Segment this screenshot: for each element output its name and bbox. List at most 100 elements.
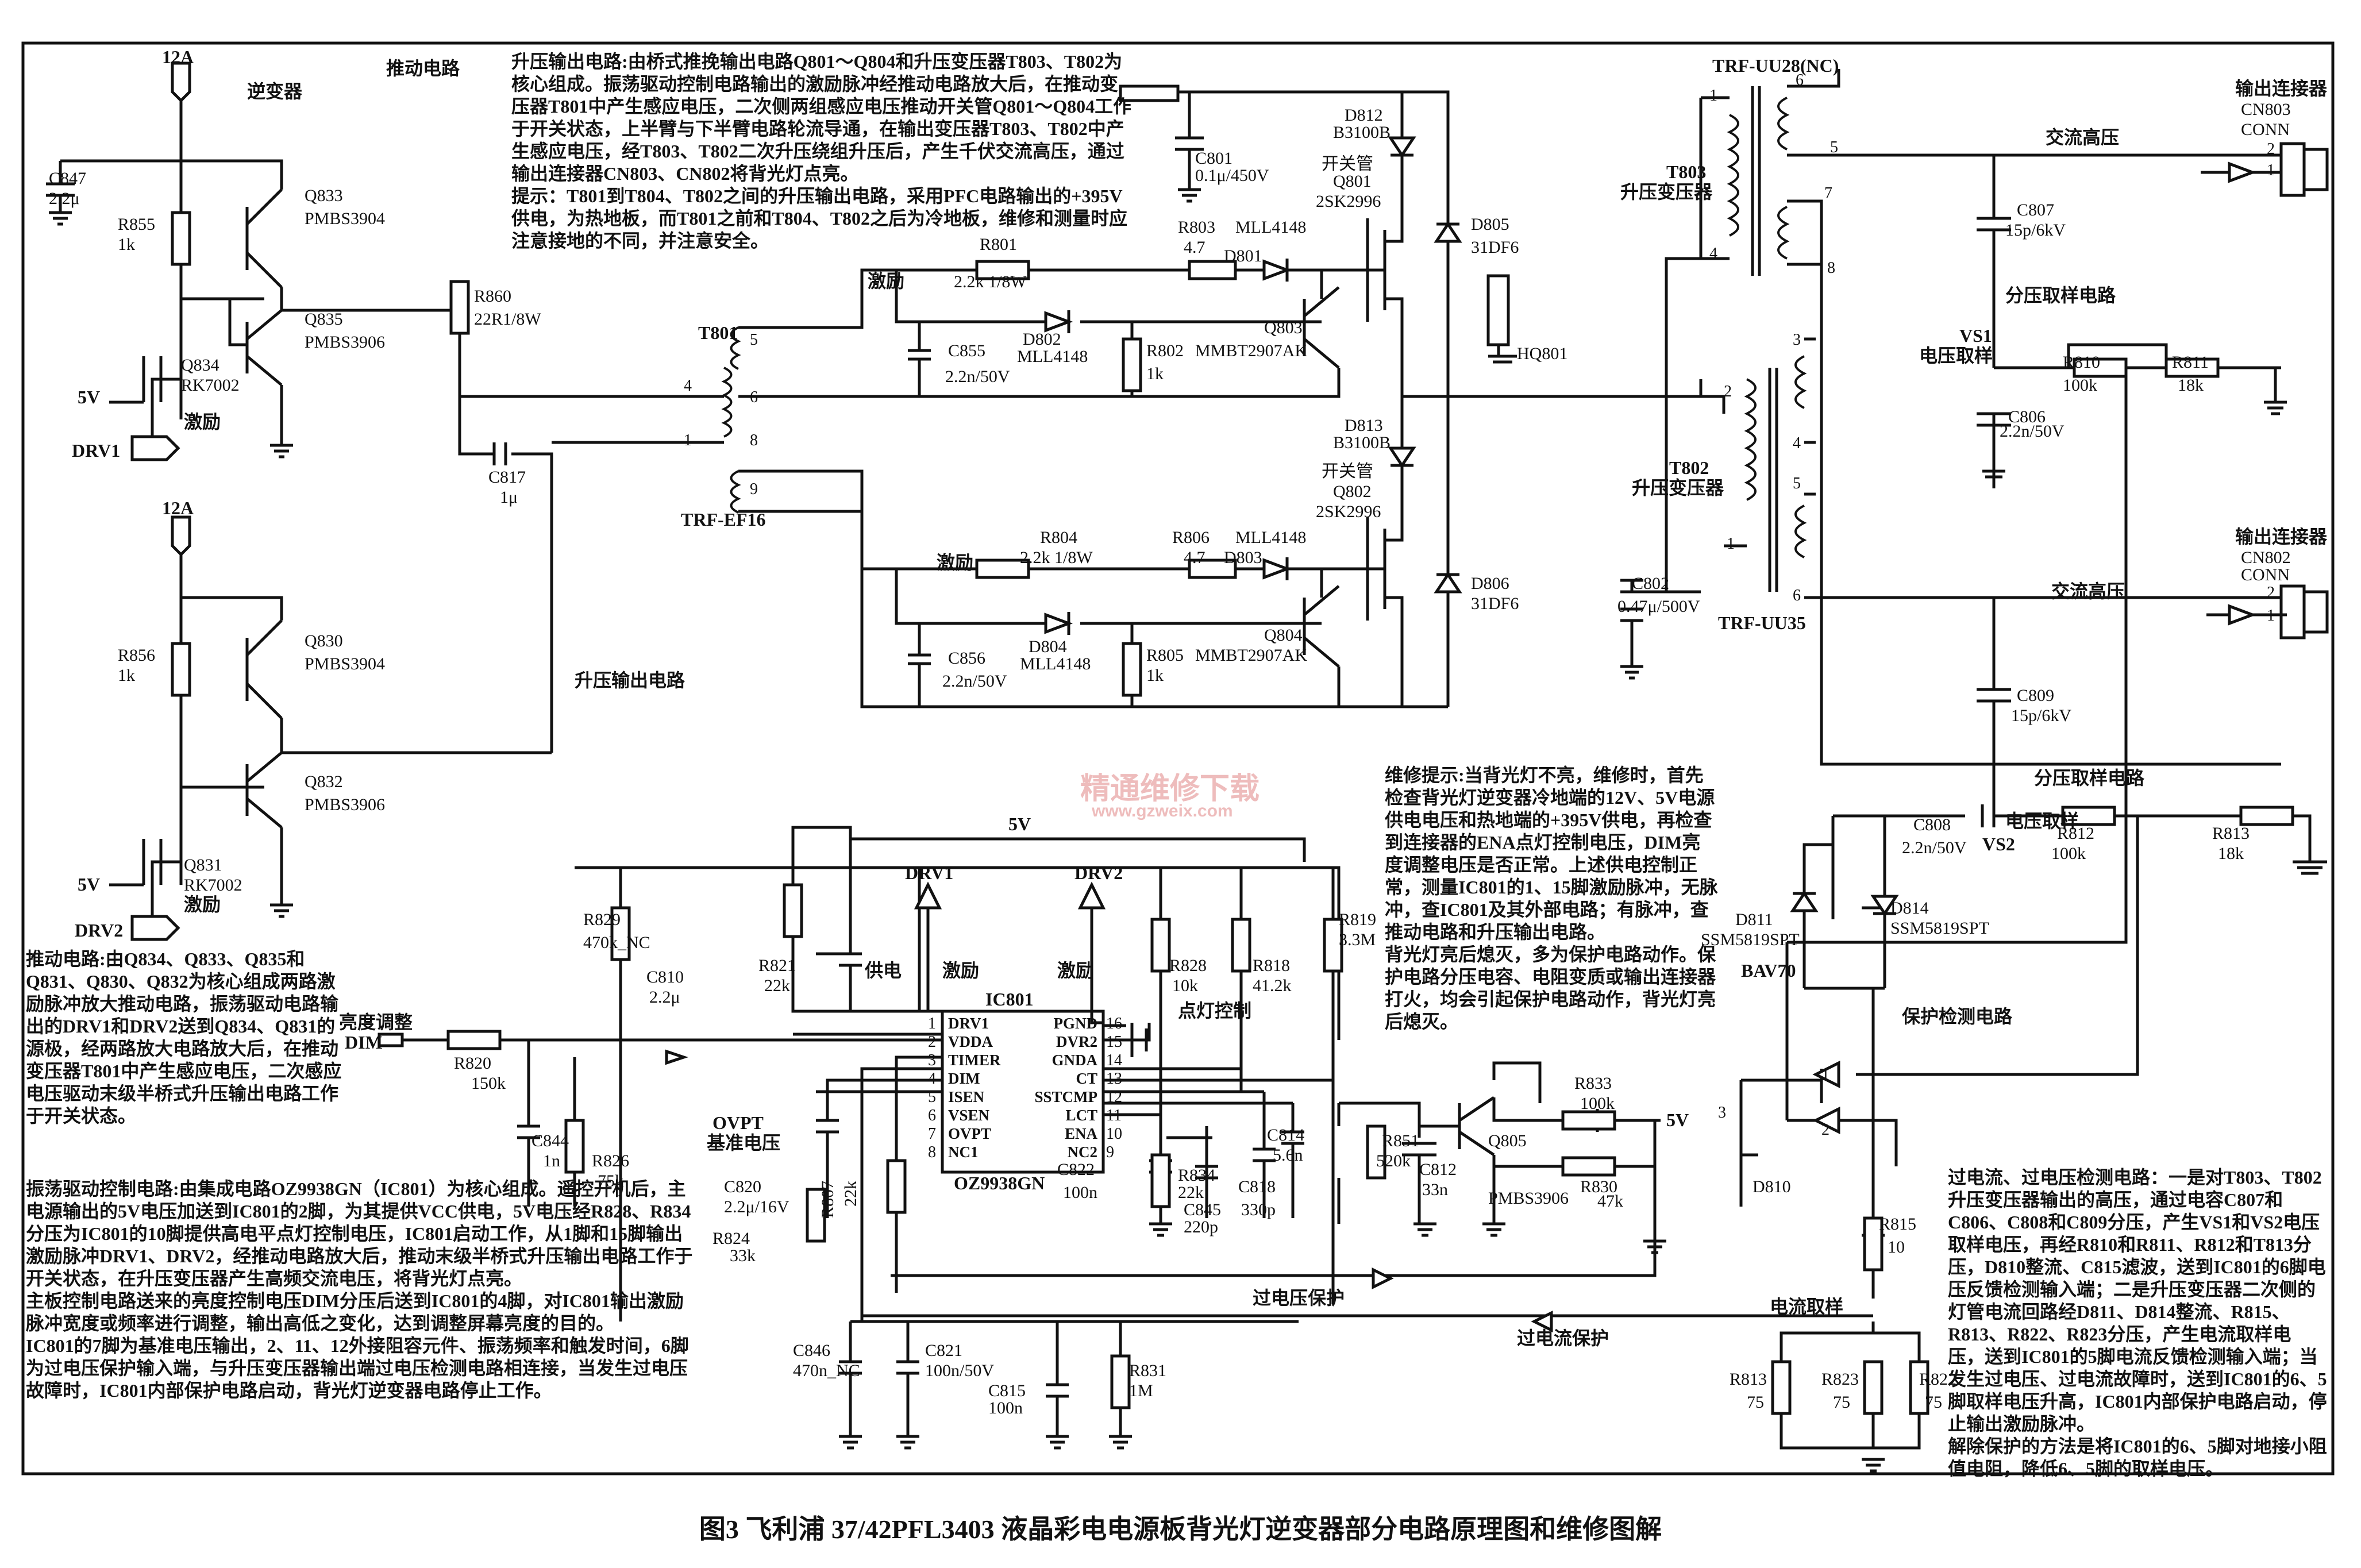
ic801-pin-4: DIM (948, 1070, 980, 1087)
value-q831: RK7002 (184, 876, 242, 895)
value-r801: 2.2k 1/8W (954, 272, 1027, 291)
label-t802: T802 (1669, 457, 1709, 478)
watermark-main: 精通维修下载 (1080, 772, 1260, 806)
label-vs2: VS2 (1982, 834, 2015, 854)
label-r806: R806 (1172, 528, 1210, 547)
label-q805: Q805 (1488, 1131, 1527, 1150)
label-vs1: VS1 (1959, 325, 1992, 346)
vs2-sampling (1790, 804, 2327, 1207)
svg-text:5: 5 (750, 331, 758, 349)
ic801-pinnum-1: 1 (928, 1015, 936, 1033)
label-q803: Q803 (1264, 318, 1303, 337)
label-c802: C802 (1632, 574, 1669, 593)
label-r807: R807 (818, 1181, 837, 1218)
svg-text:3: 3 (1793, 331, 1801, 349)
ic801-pinnum-9: 9 (1106, 1143, 1114, 1161)
label-excite-2: 激励 (184, 894, 221, 915)
figure-caption: 图3 飞利浦 37/42PFL3403 液晶彩电电源板背光灯逆变器部分电路原理图… (699, 1515, 1662, 1544)
label-out-conn-2: 输出连接器 (2235, 526, 2328, 547)
label-r831: R831 (1129, 1361, 1166, 1380)
label-excite-3: 激励 (868, 271, 904, 291)
value-c845: 220p (1184, 1218, 1218, 1236)
label-d811: D811 (1735, 910, 1773, 929)
value-r804: 2.2k 1/8W (1020, 548, 1093, 567)
label-ac-hv-2: 交流高压 (2051, 581, 2125, 602)
label-c814: C814 (1267, 1126, 1304, 1145)
drv-output-arrows (665, 161, 2257, 1333)
ic801-pin-1: DRV1 (948, 1015, 989, 1032)
schematic-frame (21, 41, 2335, 1475)
value-c846: 470n_NC (793, 1361, 860, 1380)
label-r801: R801 (980, 235, 1017, 254)
ic801-pinnum-13: 13 (1106, 1070, 1122, 1088)
value-d814: SSM5819SPT (1890, 919, 1989, 938)
svg-text:4: 4 (1709, 245, 1717, 263)
svg-text:1: 1 (684, 432, 692, 449)
label-r813b: R813 (2212, 824, 2250, 843)
label-excite-6: 激励 (1057, 960, 1094, 981)
value-c815: 100n (988, 1399, 1023, 1417)
value-d805: 31DF6 (1471, 238, 1519, 257)
value-r811: 18k (2178, 376, 2204, 395)
value-c847: 2.2μ (49, 189, 80, 208)
value-r829: 470k_NC (583, 933, 650, 952)
label-r828: R828 (1169, 956, 1207, 975)
drive-stage-upper (46, 61, 690, 461)
label-5v-lower: 5V (78, 874, 100, 895)
label-d804: D804 (1029, 637, 1067, 656)
label-r813: R813 (1730, 1370, 1767, 1389)
label-d802: D802 (1023, 330, 1061, 349)
label-supply: 供电 (865, 960, 902, 981)
value-r860: 22R1/8W (474, 310, 541, 329)
label-drv1: DRV1 (72, 440, 120, 461)
value-r856: 1k (118, 666, 135, 685)
value-q803: MMBT2907AK (1195, 341, 1307, 360)
label-r811: R811 (2172, 353, 2209, 372)
label-boost-output: 升压输出电路 (575, 670, 685, 691)
label-drv2-ic: DRV2 (1074, 862, 1123, 883)
label-excite-1: 激励 (184, 411, 221, 432)
svg-text:5: 5 (1793, 475, 1801, 492)
ic801-pin-8: NC1 (948, 1143, 979, 1161)
value-r813: 75 (1747, 1393, 1764, 1412)
value-d806: 31DF6 (1471, 594, 1519, 613)
label-r823: R823 (1821, 1370, 1859, 1389)
label-dim: DIM (345, 1032, 383, 1053)
label-d806: D806 (1471, 574, 1509, 593)
value-d802: MLL4148 (1017, 347, 1088, 366)
value-c808: 2.2n/50V (1902, 838, 1967, 857)
value-r855: 1k (118, 235, 135, 254)
label-r834: R834 (1178, 1166, 1215, 1185)
value-r810: 100k (2063, 376, 2097, 395)
label-r826: R826 (592, 1151, 629, 1170)
svg-text:1: 1 (1727, 535, 1735, 553)
note-protection-circuit: 过电流、过电压检测电路：一是对T803、T802升压变压器输出的高压，通过电容C… (1948, 1167, 2327, 1479)
value-c855: 2.2n/50V (945, 367, 1010, 386)
value-c817: 1μ (500, 488, 518, 507)
label-c821: C821 (925, 1341, 962, 1360)
label-r803: R803 (1178, 218, 1215, 237)
label-5v-q805: 5V (1666, 1109, 1689, 1130)
label-c820: C820 (724, 1177, 761, 1196)
value-r802: 1k (1146, 364, 1164, 383)
label-d805: D805 (1471, 215, 1509, 234)
label-c817: C817 (488, 468, 526, 487)
svg-text:2: 2 (1724, 383, 1732, 400)
label-t801: T801 (698, 322, 738, 343)
label-cn802: CN802 (2241, 548, 2291, 567)
ic801-pin-15: DVR2 (1056, 1033, 1097, 1050)
ic801-pinnum-5: 5 (928, 1088, 936, 1106)
value-c809: 15p/6kV (2011, 706, 2071, 725)
svg-text:8: 8 (1827, 259, 1835, 277)
label-r860: R860 (474, 287, 511, 306)
ic801-pin-12: SSTCMP (1034, 1088, 1097, 1105)
label-c801: C801 (1195, 149, 1233, 168)
label-i-sample: 电流取样 (1770, 1296, 1843, 1317)
label-vs1-sample: 电压取样 (1919, 345, 1993, 366)
label-trf-ef16: TRF-EF16 (681, 509, 766, 530)
label-c807: C807 (2017, 201, 2054, 219)
label-t803: T803 (1666, 161, 1706, 182)
value-q801: 2SK2996 (1316, 192, 1381, 211)
label-r815: R815 (1879, 1215, 1916, 1234)
label-out-conn-1: 输出连接器 (2235, 78, 2328, 99)
